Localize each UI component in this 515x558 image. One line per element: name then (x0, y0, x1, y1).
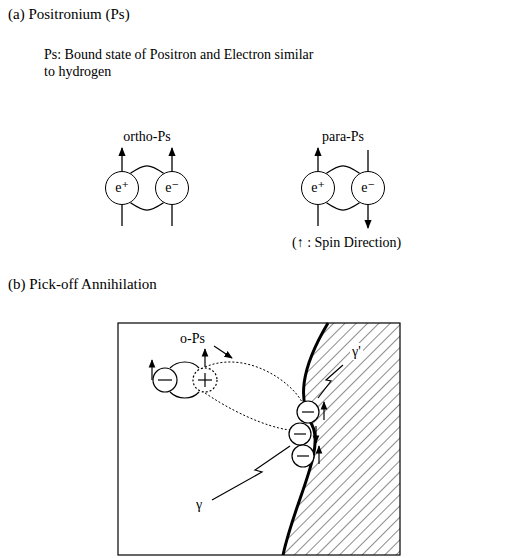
caption-text: ortho-Ps (123, 128, 170, 145)
gamma-ray (318, 365, 343, 398)
bond-arc (131, 203, 164, 210)
particle-symbol: e⁻ (361, 180, 375, 196)
caption-text: Ps: Bound state of Positron and Electron… (44, 46, 319, 80)
caption-text: (b) Pick-off Annihilation (8, 276, 157, 293)
overlap-outline (205, 362, 302, 430)
caption-text: o-Ps (178, 330, 207, 347)
caption-text: (↑ : Spin Direction) (292, 234, 401, 251)
caption-text: γ' (350, 343, 363, 360)
spin-arrows (122, 148, 368, 228)
frame (118, 323, 400, 555)
particle-circle: e⁺ (105, 171, 139, 205)
caption-text: para-Ps (322, 128, 364, 145)
wall-electrons (289, 401, 324, 467)
pointer-arrow (214, 346, 232, 358)
particle-symbol: e⁻ (165, 180, 179, 196)
caption-text: γ (194, 496, 204, 513)
caption-text: (a) Positronium (Ps) (8, 6, 130, 23)
particle-circle: e⁻ (351, 171, 385, 205)
particle-symbol: e⁺ (311, 180, 325, 196)
bond-arc (327, 166, 360, 173)
particle-symbol: e⁺ (115, 180, 129, 196)
particle-circle: e⁺ (301, 171, 335, 205)
bond-arc (327, 203, 360, 210)
bond-arc (131, 166, 164, 173)
wall-surface (283, 323, 328, 555)
gamma-ray (212, 446, 290, 500)
particle-circle: e⁻ (155, 171, 189, 205)
ops-atom (152, 349, 217, 398)
wall-hatch (283, 323, 400, 555)
